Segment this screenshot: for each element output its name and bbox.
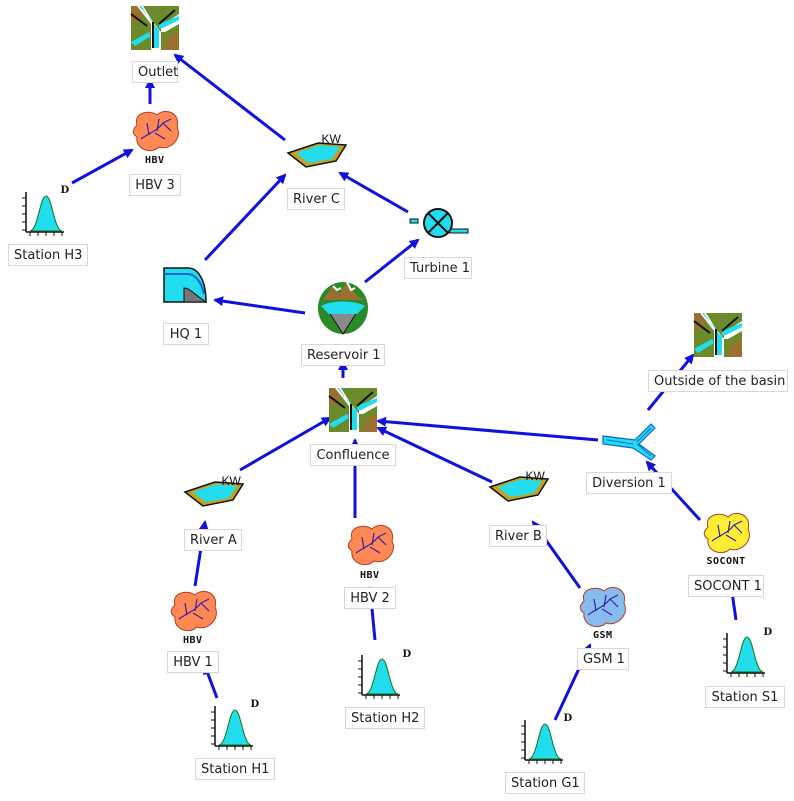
confluence-junction-icon[interactable] — [328, 388, 377, 432]
node-label-stationS1[interactable]: Station S1 — [705, 686, 785, 708]
node-label-diversion1[interactable]: Diversion 1 — [586, 472, 672, 494]
stationG1-station-icon[interactable] — [521, 720, 563, 764]
stationH2-station-icon[interactable] — [358, 655, 400, 699]
node-tag-stationH3: D — [60, 184, 70, 196]
edge-turbine1-to-riverC[interactable] — [338, 171, 409, 214]
outlet-junction-icon[interactable] — [130, 6, 179, 50]
node-label-riverA[interactable]: River A — [184, 529, 242, 551]
node-label-reservoir1[interactable]: Reservoir 1 — [301, 344, 385, 366]
hbv3-hbv-icon[interactable] — [132, 111, 179, 152]
icons-layer — [22, 6, 765, 764]
node-tag-stationH1: D — [250, 698, 260, 710]
node-tag-socont1: SOCONT — [706, 555, 746, 567]
riverA-river-icon[interactable] — [183, 481, 245, 507]
edge-riverB-to-confluence[interactable] — [376, 426, 493, 484]
node-label-riverC[interactable]: River C — [287, 188, 345, 210]
node-label-hbv2[interactable]: HBV 2 — [344, 587, 396, 609]
hbv1-hbv-icon[interactable] — [170, 591, 217, 632]
node-tag-hbv1: HBV — [183, 634, 203, 646]
gsm1-gsm-icon[interactable] — [579, 587, 626, 628]
riverB-river-icon[interactable] — [488, 476, 550, 502]
turbine1-turbine-icon[interactable] — [409, 208, 469, 238]
node-label-outside[interactable]: Outside of the basin — [648, 370, 788, 392]
node-tag-stationG1: D — [563, 712, 573, 724]
node-label-hbv3[interactable]: HBV 3 — [129, 174, 181, 196]
stationH3-station-icon[interactable] — [22, 192, 64, 236]
diversion1-diversion-icon[interactable] — [602, 423, 656, 461]
edge-reservoir1-to-turbine1[interactable] — [364, 238, 420, 284]
node-tag-gsm1: GSM — [593, 629, 613, 641]
outside-junction-icon[interactable] — [693, 313, 742, 357]
edge-riverA-to-confluence[interactable] — [239, 416, 332, 472]
edge-stationH3-to-hbv3[interactable] — [71, 148, 134, 185]
node-tag-riverB: KW — [525, 469, 545, 483]
node-label-stationH2[interactable]: Station H2 — [345, 707, 425, 729]
node-tag-hbv3: HBV — [145, 154, 165, 166]
node-label-confluence[interactable]: Confluence — [310, 444, 396, 466]
edge-diversion1-to-confluence[interactable] — [376, 416, 599, 442]
node-label-gsm1[interactable]: GSM 1 — [577, 648, 629, 670]
socont1-socont-icon[interactable] — [703, 513, 750, 554]
riverC-river-icon[interactable] — [286, 142, 348, 168]
node-label-outlet[interactable]: Outlet — [132, 61, 178, 83]
node-label-hq1[interactable]: HQ 1 — [163, 323, 209, 345]
node-tag-riverC: KW — [321, 132, 341, 146]
node-tag-stationH2: D — [402, 648, 412, 660]
edge-socont1-to-diversion1[interactable] — [645, 460, 702, 522]
node-label-stationH1[interactable]: Station H1 — [195, 758, 275, 780]
node-label-hbv1[interactable]: HBV 1 — [167, 651, 219, 673]
node-tag-riverA: KW — [221, 474, 241, 488]
edge-reservoir1-to-hq1[interactable] — [213, 296, 306, 315]
node-label-stationG1[interactable]: Station G1 — [505, 772, 585, 794]
stationS1-station-icon[interactable] — [723, 633, 765, 677]
node-label-socont1[interactable]: SOCONT 1 — [688, 575, 764, 597]
stationH1-station-icon[interactable] — [211, 706, 253, 750]
edge-riverC-to-outlet[interactable] — [173, 53, 286, 142]
node-label-turbine1[interactable]: Turbine 1 — [404, 257, 472, 279]
hq1-hq-icon[interactable] — [163, 267, 208, 303]
node-label-riverB[interactable]: River B — [489, 525, 547, 547]
edge-hq1-to-riverC[interactable] — [203, 173, 287, 262]
reservoir1-reservoir-icon[interactable] — [318, 281, 368, 335]
edges-layer — [71, 53, 738, 721]
node-label-stationH3[interactable]: Station H3 — [8, 244, 88, 266]
node-tag-hbv2: HBV — [360, 569, 380, 581]
hbv2-hbv-icon[interactable] — [347, 525, 394, 566]
node-tag-stationS1: D — [763, 626, 773, 638]
